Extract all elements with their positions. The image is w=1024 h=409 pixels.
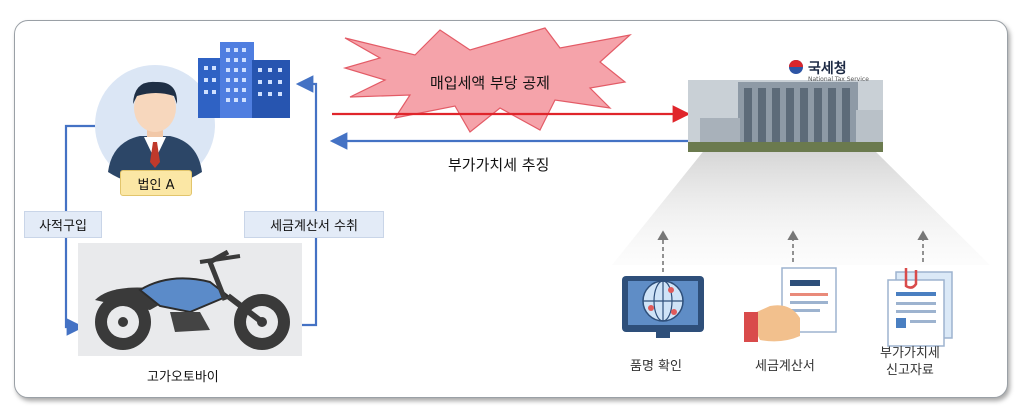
nts-subtitle: National Tax Service <box>808 76 869 83</box>
nts-name: 국세청 <box>808 61 847 77</box>
evidence-label-2: 세금계산서 <box>755 359 815 374</box>
businessman-icon <box>95 65 215 186</box>
vat-collection-label: 부가가치세 추징 <box>448 156 550 174</box>
invoice-receipt-box: 세금계산서 수취 <box>244 211 384 238</box>
globe-monitor-icon <box>622 276 704 338</box>
hand-invoice-icon <box>744 267 837 342</box>
nts-beam <box>612 148 990 265</box>
office-building-icon <box>198 42 290 118</box>
improper-deduction-label: 매입세액 부당 공제 <box>430 74 550 92</box>
nts-building-image <box>688 60 883 152</box>
invoice-receipt-text: 세금계산서 수취 <box>270 219 358 234</box>
corporation-label-text: 법인 A <box>137 177 175 193</box>
tax-report-icon <box>887 268 953 347</box>
evidence-label-1: 품명 확인 <box>630 359 682 374</box>
motorcycle-icon <box>95 249 290 350</box>
alert-burst-shape <box>342 27 632 133</box>
corporation-label: 법인 A <box>120 170 192 196</box>
private-purchase-box: 사적구입 <box>24 211 102 238</box>
motorcycle-label: 고가오토바이 <box>147 370 219 385</box>
private-purchase-text: 사적구입 <box>39 219 87 234</box>
invoice-flow-line <box>295 75 318 327</box>
evidence-label-3: 부가가치세 신고자료 <box>880 346 940 378</box>
